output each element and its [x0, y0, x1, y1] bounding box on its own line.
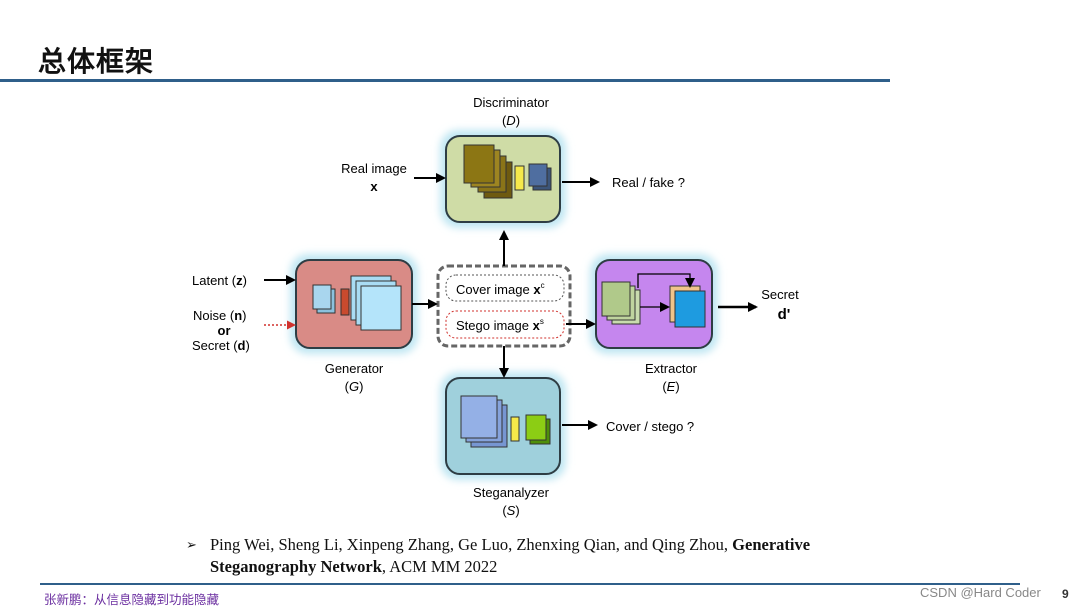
- reference-paper-title: Generative Steganography Network: [210, 535, 811, 576]
- image-pair-container: Cover image xc Stego image xs: [436, 264, 572, 348]
- secret-output-symbol: d': [778, 306, 791, 323]
- real-image-label: Real image: [341, 161, 407, 176]
- extractor-conv-stack: [601, 281, 641, 325]
- extractor-symbol-label: (E): [662, 379, 679, 394]
- steganalyzer-conv-stack: [460, 395, 508, 448]
- discriminator-name: Discriminator: [473, 95, 550, 110]
- discriminator-output-cube: [528, 163, 552, 191]
- discriminator-symbol-label: (D): [502, 113, 520, 128]
- real-image-symbol: x: [370, 179, 378, 194]
- steganalyzer-dense-layer: [510, 416, 520, 442]
- extractor-name: Extractor: [645, 361, 698, 376]
- extractor-output-cube: [669, 285, 706, 328]
- extractor-skip-connection: [637, 273, 695, 288]
- steganalyzer-block: Steganalyzer (S): [440, 372, 566, 518]
- steganalyzer-output-cube: [525, 414, 551, 445]
- reference-venue: , ACM MM 2022: [381, 557, 498, 576]
- generator-block: Generator (G): [290, 254, 418, 394]
- generator-name: Generator: [325, 361, 384, 376]
- page-number: 9: [1062, 587, 1069, 601]
- noise-label: Noise (n): [193, 308, 247, 323]
- latent-label: Latent (z): [192, 273, 247, 288]
- secret-output-label: Secret: [761, 287, 799, 302]
- generator-symbol-label: (G): [345, 379, 364, 394]
- title-divider: [0, 79, 890, 82]
- discriminator-dense-layer: [514, 165, 525, 191]
- steganalyzer-name: Steganalyzer: [473, 485, 550, 500]
- stego-image-box: [445, 310, 565, 339]
- bullet-arrow-icon: ➢: [186, 537, 197, 552]
- cover-image-label: Cover image xc: [456, 281, 545, 297]
- csdn-watermark: CSDN @Hard Coder: [920, 585, 1041, 600]
- cover-image-box: [445, 274, 565, 302]
- extractor-block: Extractor (E): [590, 254, 718, 394]
- generator-deconv-stack: [350, 275, 402, 331]
- stego-image-label: Stego image xs: [456, 317, 544, 333]
- generator-projection-layer: [340, 288, 350, 316]
- steganalyzer-symbol-label: (S): [502, 503, 519, 518]
- discriminator-block: Discriminator (D): [440, 95, 566, 228]
- footer-author: 张新鹏：从信息隐藏到功能隐藏: [44, 592, 220, 607]
- real-fake-output-label: Real / fake ?: [612, 175, 685, 190]
- secret-input-label: Secret (d): [192, 338, 250, 353]
- slide-title: 总体框架: [38, 45, 155, 78]
- or-label: or: [218, 323, 231, 338]
- discriminator-conv-stack: [463, 144, 513, 199]
- generator-input-cube: [312, 284, 336, 314]
- footer-divider: [40, 583, 1020, 585]
- reference-authors: Ping Wei, Sheng Li, Xinpeng Zhang, Ge Lu…: [210, 535, 729, 554]
- cover-stego-output-label: Cover / stego ?: [606, 419, 694, 434]
- paper-reference: ➢ Ping Wei, Sheng Li, Xinpeng Zhang, Ge …: [186, 534, 906, 578]
